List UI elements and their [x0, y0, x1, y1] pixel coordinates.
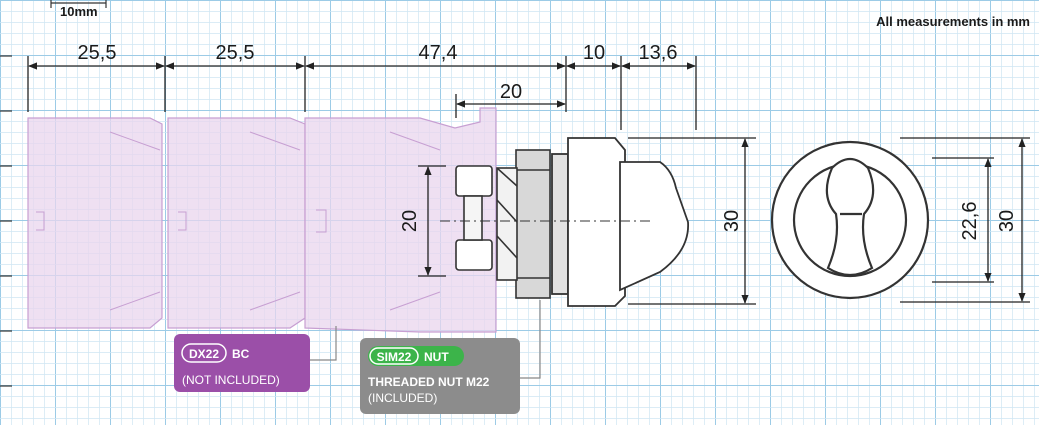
top-ruler: [50, 0, 107, 8]
left-ruler: [0, 55, 12, 387]
dx22-suffix: BC: [232, 347, 250, 361]
dim-label-4: 10: [583, 42, 605, 64]
threaded-nut: [496, 149, 551, 299]
dim-label-3: 47,4: [419, 42, 458, 64]
sim22-callout: SIM22 NUT THREADED NUT M22 (INCLUDED): [360, 338, 520, 414]
dim-label-5: 13,6: [639, 42, 678, 64]
sim22-suffix: NUT: [424, 350, 449, 364]
sim22-note: (INCLUDED): [368, 391, 437, 405]
dim-label-8: 30: [721, 210, 743, 232]
contact-block-1: [27, 117, 163, 329]
operator-head: [551, 137, 689, 307]
dimension-lines: [27, 56, 1030, 305]
dx22-note: (NOT INCLUDED): [182, 373, 280, 387]
sim22-title: THREADED NUT M22: [368, 375, 490, 389]
contact-block-2: [167, 117, 306, 329]
dx22-callout: DX22 BC (NOT INCLUDED): [174, 334, 310, 392]
latch-assembly: [455, 165, 493, 271]
contact-block-details: [36, 131, 441, 311]
measurement-note: All measurements in mm: [876, 14, 1030, 29]
callout-leaders: [310, 300, 541, 379]
dim-label-6: 20: [500, 81, 522, 103]
dim-label-1: 25,5: [78, 42, 117, 64]
dx22-badge: DX22: [189, 347, 219, 361]
dim-label-2: 25,5: [216, 42, 255, 64]
contact-blocks: [27, 107, 497, 333]
sim22-badge: SIM22: [377, 350, 412, 364]
front-view: [770, 140, 930, 300]
dim-label-10: 30: [996, 210, 1018, 232]
contact-block-3: [304, 107, 497, 333]
dim-label-7: 20: [399, 210, 421, 232]
scale-label: 10mm: [60, 4, 98, 19]
dim-label-9: 22,6: [959, 202, 981, 241]
